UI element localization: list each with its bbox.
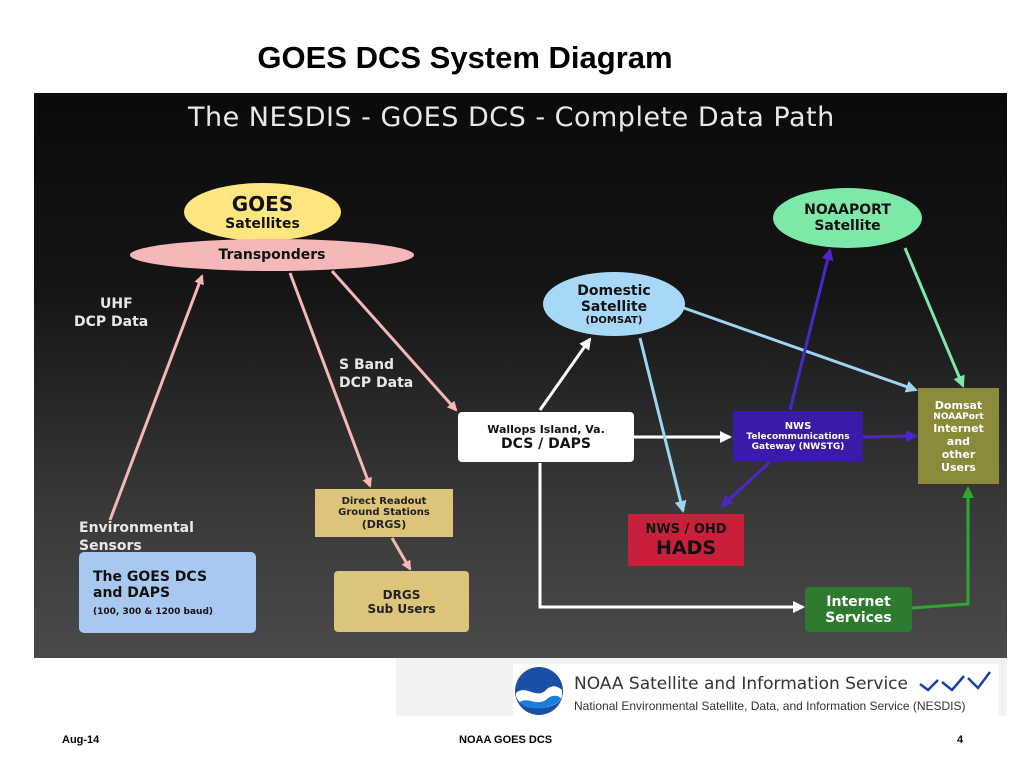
goes-dcs-daps-node: The GOES DCS and DAPS (100, 300 & 1200 b… (79, 552, 256, 633)
agency-banner-inner (513, 664, 999, 717)
environmental-sensors-label: Environmental Sensors (79, 520, 194, 555)
sband-line-1: S Band (339, 357, 395, 373)
goes-satellites-node: GOES Satellites (184, 183, 341, 241)
transponders-label: Transponders (218, 247, 326, 263)
drgs-line-3: (DRGS) (361, 517, 407, 531)
hads-line-1: NWS / OHD (645, 521, 727, 537)
nwstg-line-1: NWS (784, 421, 812, 432)
arrow-domsat-to-hads (638, 337, 687, 513)
daps-line-1: The GOES DCS (93, 568, 208, 585)
domusers-line-4: and (946, 434, 971, 448)
arrow-sensors-to-transponders (108, 274, 204, 521)
domusers-line-6: Users (941, 460, 976, 474)
drgsusers-line-1: DRGS (382, 587, 421, 602)
nwstg-line-3: Gateway (NWSTG) (751, 442, 845, 452)
satellites-label: Satellites (225, 216, 300, 232)
domsat-line-3: (DOMSAT) (585, 314, 643, 326)
uhf-line-2: DCP Data (74, 313, 149, 330)
domusers-line-1: Domsat (934, 398, 983, 412)
footer-page-number: 4 (957, 734, 964, 746)
footer-date: Aug-14 (62, 734, 100, 746)
arrow-wallops-to-domsat (538, 337, 592, 411)
drgs-sub-users-node: DRGS Sub Users (334, 571, 469, 632)
wallops-line-1: Wallops Island, Va. (487, 422, 605, 436)
drgs-node: Direct Readout Ground Stations (DRGS) (315, 489, 453, 537)
internet-line-1: Internet (826, 593, 891, 610)
domsat-line-1: Domestic (577, 282, 651, 299)
domusers-line-2: NOAAPort (933, 411, 984, 422)
hads-node: NWS / OHD HADS (628, 514, 744, 566)
noaaport-line-2: Satellite (814, 218, 881, 234)
sband-label: S Band DCP Data (339, 357, 413, 392)
nwstg-line-2: Telecommunications (746, 432, 850, 442)
arrow-transponders-to-drgs (288, 272, 372, 488)
agency-name: NOAA Satellite and Information Service (574, 674, 908, 694)
internet-line-2: Services (825, 609, 892, 626)
arrow-noaaport-to-users (903, 247, 965, 388)
arrow-nwstg-to-noaaport (788, 248, 834, 411)
panel-title: The NESDIS - GOES DCS - Complete Data Pa… (188, 102, 835, 133)
drgsusers-line-2: Sub Users (367, 601, 436, 616)
sband-line-2: DCP Data (339, 374, 414, 391)
arrow-wallops-to-internet (538, 463, 805, 613)
env-line-1: Environmental (79, 520, 194, 536)
noaaport-satellite-node: NOAAPORT Satellite (773, 188, 922, 248)
footer-center: NOAA GOES DCS (459, 734, 553, 746)
arrow-transponders-to-wallops (330, 270, 458, 412)
wallops-line-2: DCS / DAPS (501, 435, 591, 452)
domestic-satellite-node: Domestic Satellite (DOMSAT) (543, 272, 685, 336)
drgs-line-2: Ground Stations (338, 506, 430, 518)
noaaport-line-1: NOAAPORT (804, 202, 891, 218)
birds-logo-icon (919, 671, 991, 692)
internet-services-node: Internet Services (805, 587, 912, 632)
arrow-internet-to-users (911, 486, 974, 610)
arrow-nwstg-to-hads (720, 460, 772, 508)
env-line-2: Sensors (79, 537, 142, 554)
daps-line-3: (100, 300 & 1200 baud) (93, 606, 214, 617)
nwstg-node: NWS Telecommunications Gateway (NWSTG) (733, 411, 863, 462)
arrow-domsat-to-users (683, 306, 918, 393)
arrow-drgs-to-subusers (390, 537, 412, 571)
goes-label: GOES (231, 192, 294, 216)
slide-title: GOES DCS System Diagram (257, 40, 673, 75)
daps-line-2: and DAPS (93, 584, 171, 601)
drgs-line-1: Direct Readout (341, 495, 427, 507)
domusers-line-3: Internet (933, 421, 984, 435)
transponders-node: Transponders (130, 239, 414, 271)
wallops-daps-node: Wallops Island, Va. DCS / DAPS (458, 412, 634, 462)
agency-full-name: National Environmental Satellite, Data, … (574, 699, 966, 713)
domsat-users-node: Domsat NOAAPort Internet and other Users (918, 388, 999, 484)
hads-line-2: HADS (655, 536, 717, 559)
uhf-label: UHF DCP Data (74, 296, 148, 331)
domsat-line-2: Satellite (580, 298, 648, 315)
noaa-logo-icon (515, 667, 563, 715)
uhf-line-1: UHF (100, 296, 133, 312)
arrow-nwstg-to-users (862, 430, 918, 443)
domusers-line-5: other (941, 447, 976, 461)
